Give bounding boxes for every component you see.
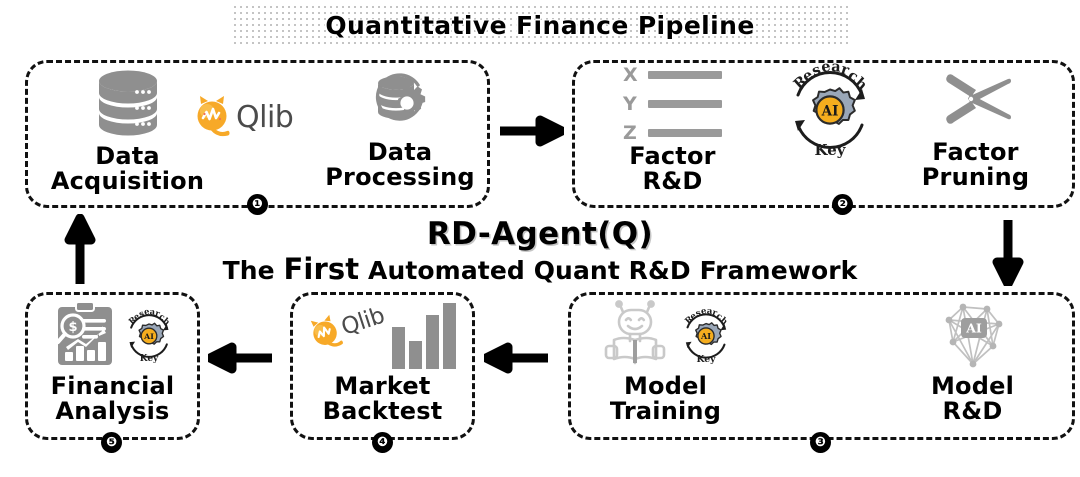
svg-text:Key: Key	[696, 354, 716, 365]
research-key-ai-badge-icon: AI R e s e a r c h Key	[683, 306, 729, 365]
arrow-dataprocessing-to-factorrd	[500, 115, 564, 147]
arrow-factorpruning-to-modeltraining	[992, 220, 1024, 286]
badge-research-letter: a	[831, 62, 842, 76]
svg-text:c: c	[157, 311, 166, 322]
stage-financial-analysis[interactable]: $ AI R e s e	[25, 296, 200, 436]
page-title: Quantitative Finance Pipeline	[325, 10, 755, 40]
market-backtest-icons: Qlib	[308, 296, 458, 372]
data-processing-icons	[362, 62, 438, 138]
factor-row: X	[623, 64, 722, 86]
factor-letter-x: X	[623, 64, 638, 86]
factor-bar	[648, 129, 722, 137]
stage-label-data-acquisition: Data Acquisition	[50, 142, 205, 196]
stage-factor-rd[interactable]: X Y Z Factor R&D	[585, 64, 760, 202]
model-rd-icons: AI	[935, 296, 1011, 372]
stage-label-model-training: Model Training	[609, 372, 722, 426]
stage-label-market-backtest: Market Backtest	[322, 372, 443, 426]
arrow-marketbacktest-to-financialanalysis	[208, 342, 272, 374]
stage-label-data-processing: Data Processing	[325, 138, 475, 192]
model-training-icons: AI R e s e a r c h Key	[600, 296, 732, 372]
research-key-ai-badge: AI R e s e a r c h Key	[676, 306, 732, 365]
data-acquisition-icons	[91, 66, 165, 142]
stage-number-2: ❷	[832, 194, 853, 215]
svg-text:h: h	[717, 316, 729, 328]
svg-text:r: r	[153, 308, 161, 319]
factor-row: Z	[623, 122, 722, 144]
svg-text:e: e	[131, 311, 141, 322]
research-key-ai-badge: AI R e s e a r c h Key	[778, 58, 882, 159]
qlib-cat-icon	[310, 314, 343, 347]
factor-letter-y: Y	[623, 93, 637, 115]
svg-text:r: r	[710, 308, 718, 319]
svg-text:e: e	[700, 306, 707, 317]
scissors-icon	[945, 74, 1011, 124]
factor-bar	[648, 71, 722, 79]
stage-data-acquisition[interactable]: Data Acquisition	[40, 66, 215, 202]
stage-data-processing[interactable]: Data Processing	[320, 62, 480, 202]
robot-reading-book-icon	[604, 300, 665, 365]
qlib-wordmark: Qlib	[337, 302, 388, 341]
research-key-ai-badge-icon: AI R e s e a r c h Key	[126, 306, 172, 364]
stage-factor-pruning[interactable]: Factor Pruning	[888, 62, 1063, 202]
stage-number-4: ❹	[372, 432, 393, 453]
stage-label-factor-pruning: Factor Pruning	[921, 138, 1030, 192]
arrow-financialanalysis-to-dataacquisition	[64, 214, 96, 284]
financial-report-magnifier-icon: $	[55, 301, 112, 365]
svg-text:s: s	[694, 308, 702, 319]
ai-badge-text: AI	[821, 103, 839, 119]
svg-text:Key: Key	[139, 354, 158, 364]
database-gear-refresh-icon	[375, 73, 426, 121]
financial-analysis-icons: $ AI R e s e	[52, 296, 174, 372]
badge-key-text: Key	[815, 141, 847, 158]
svg-text:s: s	[137, 308, 145, 319]
stage-model-training[interactable]: AI R e s e a r c h Key Model Trainin	[578, 296, 753, 436]
stage-number-5: ❺	[101, 432, 122, 453]
stage-label-factor-rd: Factor R&D	[629, 142, 716, 196]
factor-rd-icons: X Y Z	[623, 64, 722, 144]
stage-label-model-rd: Model R&D	[930, 372, 1015, 426]
tagline-the: The	[222, 256, 284, 285]
svg-text:h: h	[161, 315, 172, 327]
stage-number-3: ❸	[810, 432, 831, 453]
research-key-ai-badge-icon: AI R e s e a r c h Key	[790, 58, 871, 159]
research-key-ai-badge: AI R e s e a r c h Key	[120, 306, 174, 364]
svg-text:R: R	[126, 314, 138, 326]
factor-pruning-icons	[940, 62, 1012, 138]
arrow-modeltraining-to-marketbacktest	[484, 342, 548, 374]
bar-chart-icon	[391, 303, 456, 369]
svg-text:a: a	[149, 307, 156, 317]
svg-text:a: a	[706, 307, 713, 317]
pipeline-title-banner: Quantitative Finance Pipeline	[232, 4, 848, 46]
xyz-factor-list-icon: X Y Z	[623, 64, 722, 144]
stage-label-financial-analysis: Financial Analysis	[50, 372, 175, 426]
factor-row: Y	[623, 93, 722, 115]
stage-model-rd[interactable]: AI Model R&D	[885, 296, 1060, 436]
stage-number-1: ❶	[247, 194, 268, 215]
svg-text:$: $	[68, 320, 77, 335]
neural-network-ai-icon: AI	[945, 303, 1002, 368]
stage-market-backtest[interactable]: Qlib Market Backtest	[290, 296, 475, 436]
framework-tagline: The First Automated Quant R&D Framework	[0, 252, 1080, 286]
svg-text:c: c	[714, 311, 723, 322]
stage-group-factor	[572, 60, 1075, 208]
qlib-cat-icon	[197, 96, 230, 137]
factor-letter-z: Z	[623, 122, 637, 144]
framework-name: RD-Agent(Q)	[426, 216, 654, 252]
database-icon	[98, 70, 157, 136]
svg-text:AI: AI	[143, 332, 154, 341]
factor-bar	[648, 100, 722, 108]
svg-text:AI: AI	[699, 331, 710, 341]
tagline-rest: Automated Quant R&D Framework	[359, 256, 858, 285]
tagline-first: First	[283, 252, 360, 286]
svg-text:AI: AI	[965, 321, 982, 336]
badge-research-letter: e	[820, 62, 832, 76]
svg-text:e: e	[688, 311, 698, 323]
qlib-logo: Qlib	[192, 95, 294, 139]
qlib-logo: Qlib	[304, 298, 389, 356]
svg-text:e: e	[143, 307, 150, 317]
qlib-wordmark: Qlib	[236, 99, 294, 135]
